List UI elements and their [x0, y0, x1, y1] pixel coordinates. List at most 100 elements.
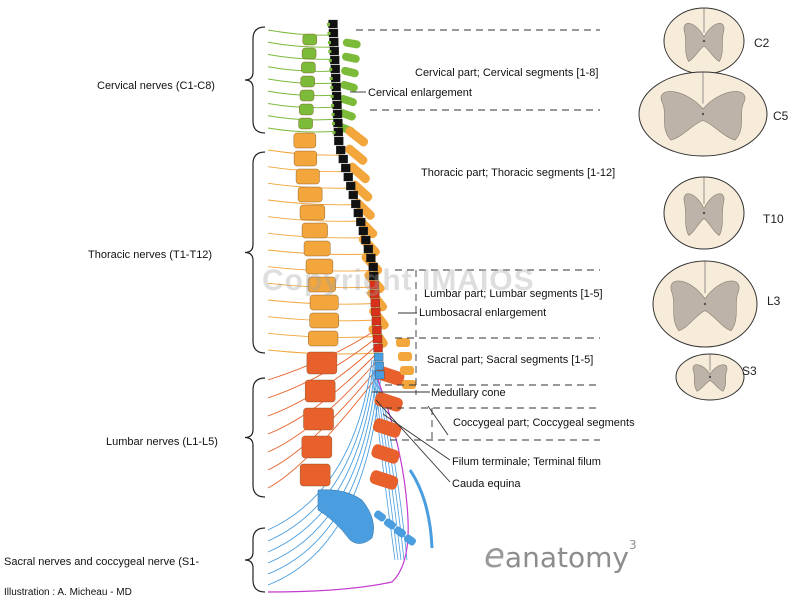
cord-segment: [370, 298, 380, 308]
coccygeal-part-leader: [427, 405, 449, 436]
coccyx-tail: [408, 469, 434, 549]
section-c2-central-canal: [702, 39, 706, 43]
vertebral-body: [303, 240, 331, 257]
spinous-process: [345, 126, 369, 147]
cord-segment: [371, 307, 381, 317]
spinous-process: [371, 444, 400, 464]
vertebral-body: [300, 75, 315, 88]
vertebral-body: [305, 379, 336, 403]
cord-cervical-marker: [331, 122, 335, 125]
filum-terminale-leader: [382, 413, 451, 461]
section-c5-central-canal: [701, 112, 705, 116]
logo-prefix: e: [484, 536, 505, 576]
thoracic-nerve-fibre: [267, 199, 358, 206]
spinous-process: [350, 180, 373, 202]
sacral-nerve-fibre: [267, 359, 377, 553]
vertebral-body: [303, 407, 334, 431]
coccygeal-part-label: Coccygeal part; Coccygeal segments: [453, 417, 635, 429]
cord-cervical-marker: [328, 50, 332, 53]
cord-segment: [373, 352, 384, 362]
sacral-nerve-fibre: [267, 359, 373, 531]
spinous-process: [344, 144, 368, 165]
section-l3-grey-matter: [670, 280, 740, 332]
cauda-equina-leader: [375, 399, 451, 483]
spinous-process: [341, 66, 359, 78]
cord-segment: [351, 199, 361, 209]
cord-segment: [369, 280, 379, 290]
cervical-nerve-fibre: [267, 41, 335, 48]
logo-superscript: 3: [628, 537, 637, 552]
cervical-nerve-fibre: [267, 29, 334, 36]
filum-terminale-label: Filum terminale; Terminal filum: [452, 456, 601, 468]
cord-segment: [348, 190, 358, 200]
articular-process: [398, 352, 412, 361]
vertebral-body: [299, 463, 331, 487]
spinous-process: [341, 52, 360, 63]
vertebral-body: [299, 89, 315, 102]
spinous-process: [339, 95, 357, 107]
vertebral-body: [299, 204, 326, 221]
thoracic-nerve-fibre: [267, 216, 363, 222]
spinous-process: [372, 418, 402, 438]
sacral-brace: [244, 527, 266, 593]
cervical-nerve-fibre: [267, 54, 336, 60]
vertebral-body: [302, 33, 317, 46]
sacrum: [317, 489, 374, 544]
cord-segment: [336, 145, 346, 155]
spinous-process: [338, 109, 356, 121]
cord-segment: [374, 361, 384, 371]
cervical-brace: [244, 26, 266, 134]
cord-cervical-marker: [327, 41, 331, 44]
cord-cervical-marker: [328, 59, 332, 62]
cord-cervical-marker: [331, 104, 335, 107]
cervical-enlargement-label: Cervical enlargement: [368, 87, 472, 99]
cord-segment: [361, 235, 371, 245]
vertebral-body: [301, 435, 333, 459]
cord-cervical-marker: [330, 86, 334, 89]
cord-segment: [373, 343, 383, 353]
lumbar-nerves-label: Lumbar nerves (L1-L5): [106, 436, 218, 448]
coccyx-segment: [373, 510, 387, 522]
cord-segment: [358, 226, 369, 236]
cervical-nerves-label: Cervical nerves (C1-C8): [97, 80, 215, 92]
cord-segment: [363, 244, 374, 254]
section-s3-label: S3: [742, 364, 757, 378]
coccyx-segment: [403, 534, 417, 546]
vertebral-body: [295, 168, 320, 185]
section-t10-central-canal: [702, 211, 706, 215]
cord-segment: [338, 154, 348, 164]
cord-segment: [343, 172, 353, 182]
spinous-process: [347, 162, 370, 184]
cord-cervical-marker: [330, 95, 334, 98]
thoracic-brace: [244, 151, 266, 354]
cord-cervical-marker: [329, 68, 333, 71]
cord-segment: [346, 181, 356, 191]
cord-cervical-marker: [327, 32, 331, 35]
lumbosacral-enlargement-label: Lumbosacral enlargement: [419, 307, 547, 319]
sacral-part-label: Sacral part; Sacral segments [1-5]: [427, 354, 594, 366]
lumbar-nerve-fibre: [267, 369, 377, 471]
cauda-equina-label: Cauda equina: [452, 478, 521, 490]
spinous-process: [340, 80, 358, 92]
vertebral-body: [309, 294, 339, 311]
section-c2-grey-matter: [683, 23, 725, 62]
section-s3-central-canal: [708, 375, 712, 379]
cord-segment: [375, 370, 385, 380]
articular-process: [400, 366, 414, 375]
cervical-nerve-fibre: [267, 127, 339, 133]
vertebral-body: [293, 132, 317, 149]
e-anatomy-logo: eanatomy3: [484, 536, 637, 576]
coccygeal-nerve: [267, 371, 409, 593]
spinous-process: [342, 38, 361, 49]
cord-segment: [372, 325, 382, 335]
section-l3-label: L3: [767, 294, 781, 308]
cord-segment: [369, 271, 379, 281]
section-c2-label: C2: [754, 36, 770, 50]
vertebral-body: [297, 186, 323, 203]
vertebral-body: [307, 276, 336, 293]
logo-text: anatomy: [504, 541, 629, 574]
thoracic-part-label: Thoracic part; Thoracic segments [1-12]: [421, 167, 616, 179]
sacral-nerve-fibre: [267, 359, 375, 542]
cord-segment: [341, 163, 351, 173]
